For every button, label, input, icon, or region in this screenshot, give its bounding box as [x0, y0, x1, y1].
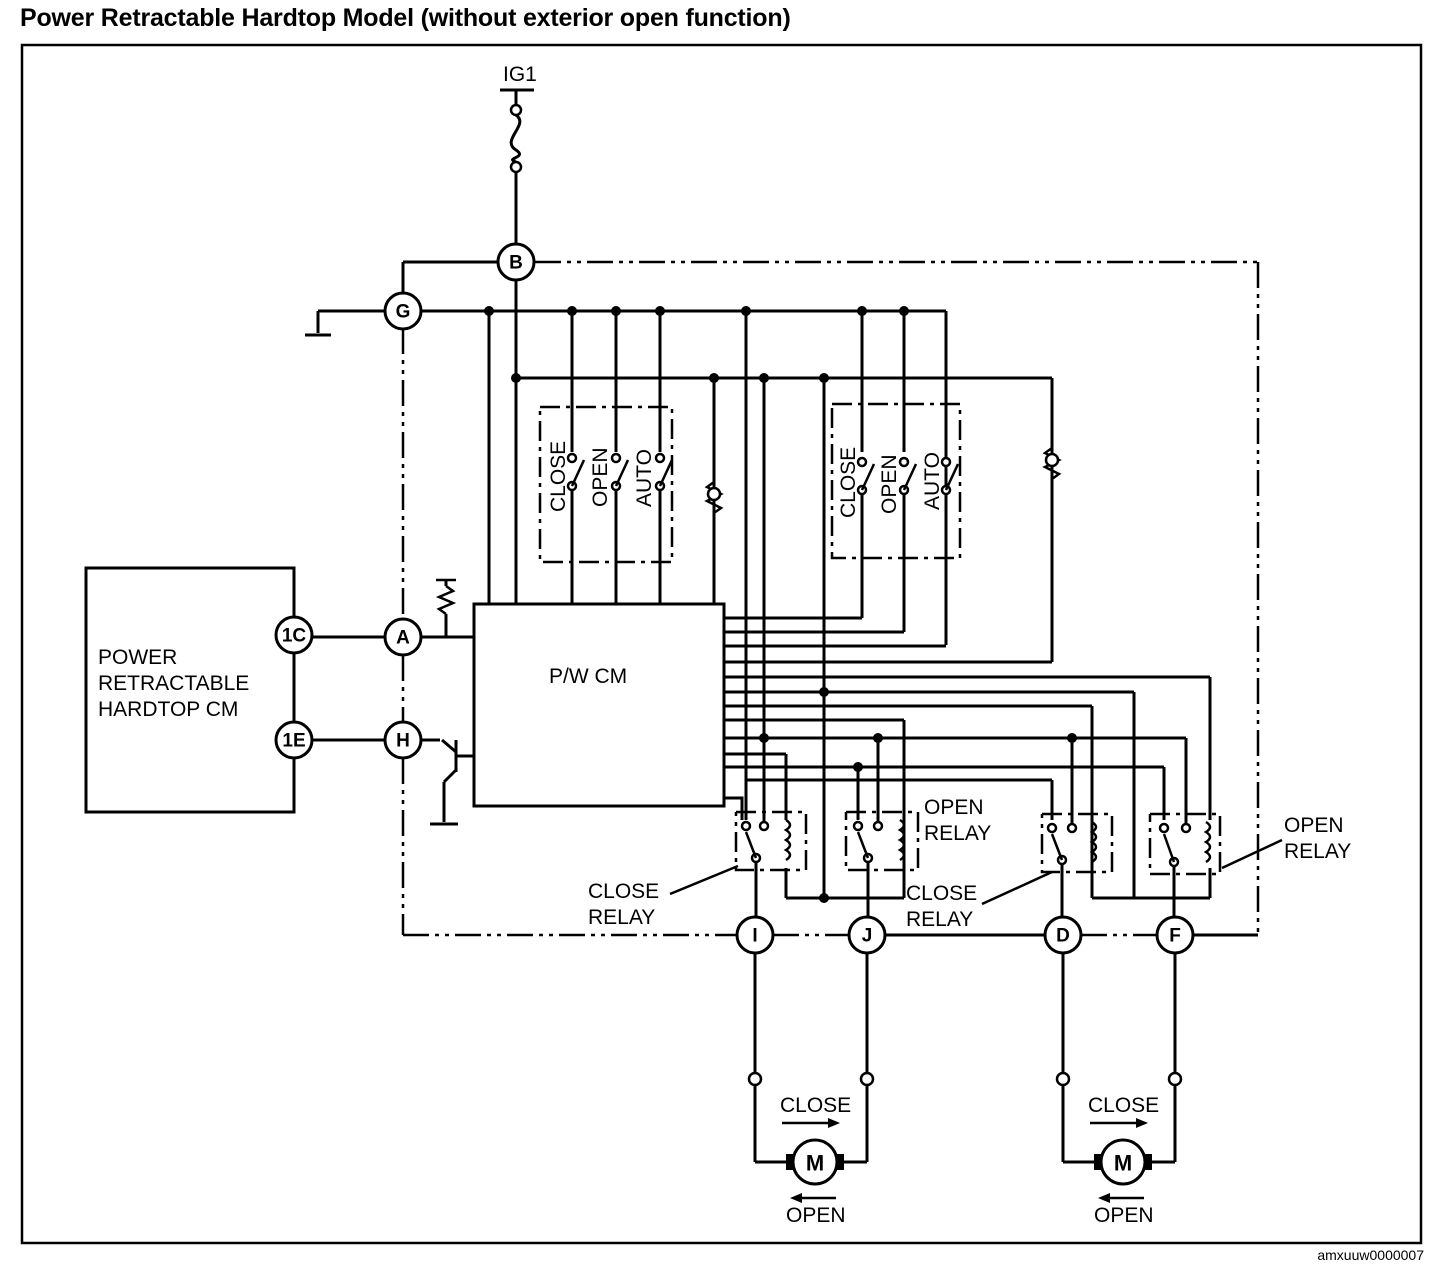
illumination-resistor-right: [1042, 446, 1062, 481]
close-relay-left-label-line2: RELAY: [588, 906, 655, 929]
connector-j: J: [847, 915, 887, 955]
switch-open-label-left: OPEN: [589, 447, 612, 507]
connector-1e: 1E: [274, 720, 314, 760]
close-relay-left: [734, 810, 808, 917]
switch-auto-label-left: AUTO: [633, 449, 656, 507]
connector-1c: 1C: [274, 615, 314, 655]
connector-d: D: [1043, 915, 1083, 955]
hardtop-cm-box: [84, 566, 296, 814]
diagram-frame: [20, 43, 1423, 1245]
connector-a: A: [383, 617, 423, 657]
ig1-label: IG1: [503, 63, 537, 86]
connector-g: G: [383, 291, 423, 331]
pw-cm-box: [472, 602, 726, 808]
illumination-resistor-left: [704, 480, 724, 515]
switch-group-left: CLOSE OPEN AUTO: [538, 405, 674, 604]
switch-open-label-right: OPEN: [878, 454, 901, 514]
connector-h: H: [383, 720, 423, 760]
open-relay-left-label-line2: RELAY: [924, 822, 991, 845]
motor-right-symbol: M: [1114, 1151, 1132, 1176]
motor-left-close-label: CLOSE: [780, 1094, 851, 1117]
switch-group-right: CLOSE OPEN AUTO: [830, 402, 962, 632]
open-relay-left: [844, 810, 920, 917]
connector-i: I: [735, 915, 775, 955]
connector-b: B: [496, 242, 536, 282]
connector-f-label: F: [1169, 926, 1181, 947]
connector-a-label: A: [396, 628, 410, 649]
reference-code: amxuuw0000007: [1317, 1247, 1424, 1263]
open-relay-left-label-line1: OPEN: [924, 796, 984, 819]
switch-auto-label-right: AUTO: [921, 452, 944, 510]
pw-cm-label: P/W CM: [549, 665, 627, 688]
connector-j-label: J: [862, 926, 873, 947]
motor-right-close-label: CLOSE: [1088, 1094, 1159, 1117]
page-title: Power Retractable Hardtop Model (without…: [20, 4, 791, 32]
motor-left-symbol: M: [806, 1151, 824, 1176]
hardtop-cm-label-line2: RETRACTABLE: [98, 672, 249, 695]
connector-d-label: D: [1056, 926, 1070, 947]
connector-f: F: [1155, 915, 1195, 955]
open-relay-right-label-line1: OPEN: [1284, 814, 1344, 837]
close-relay-right: [1040, 812, 1114, 917]
motor-right: M CLOSE OPEN: [1055, 953, 1183, 1227]
switch-close-label-right: CLOSE: [837, 447, 860, 518]
ig1-power-source: IG1: [500, 63, 537, 244]
hardtop-cm-label-line1: POWER: [98, 646, 177, 669]
connector-1c-label: 1C: [282, 626, 307, 647]
motor-left-open-label: OPEN: [786, 1204, 846, 1227]
connector-b-label: B: [509, 253, 523, 274]
switch-close-label-left: CLOSE: [547, 441, 570, 512]
connector-g-label: G: [396, 302, 411, 323]
open-relay-right-label-line2: RELAY: [1284, 840, 1351, 863]
connector-h-label: H: [396, 731, 410, 752]
connector-1e-label: 1E: [282, 731, 305, 752]
motor-left: M CLOSE OPEN: [747, 953, 875, 1227]
hardtop-cm-label-line3: HARDTOP CM: [98, 698, 238, 721]
motor-right-open-label: OPEN: [1094, 1204, 1154, 1227]
open-relay-right: [1148, 812, 1222, 917]
close-relay-right-label-line2: RELAY: [906, 908, 973, 931]
close-relay-left-label-line1: CLOSE: [588, 880, 659, 903]
close-relay-right-label-line1: CLOSE: [906, 882, 977, 905]
connector-i-label: I: [752, 926, 757, 947]
